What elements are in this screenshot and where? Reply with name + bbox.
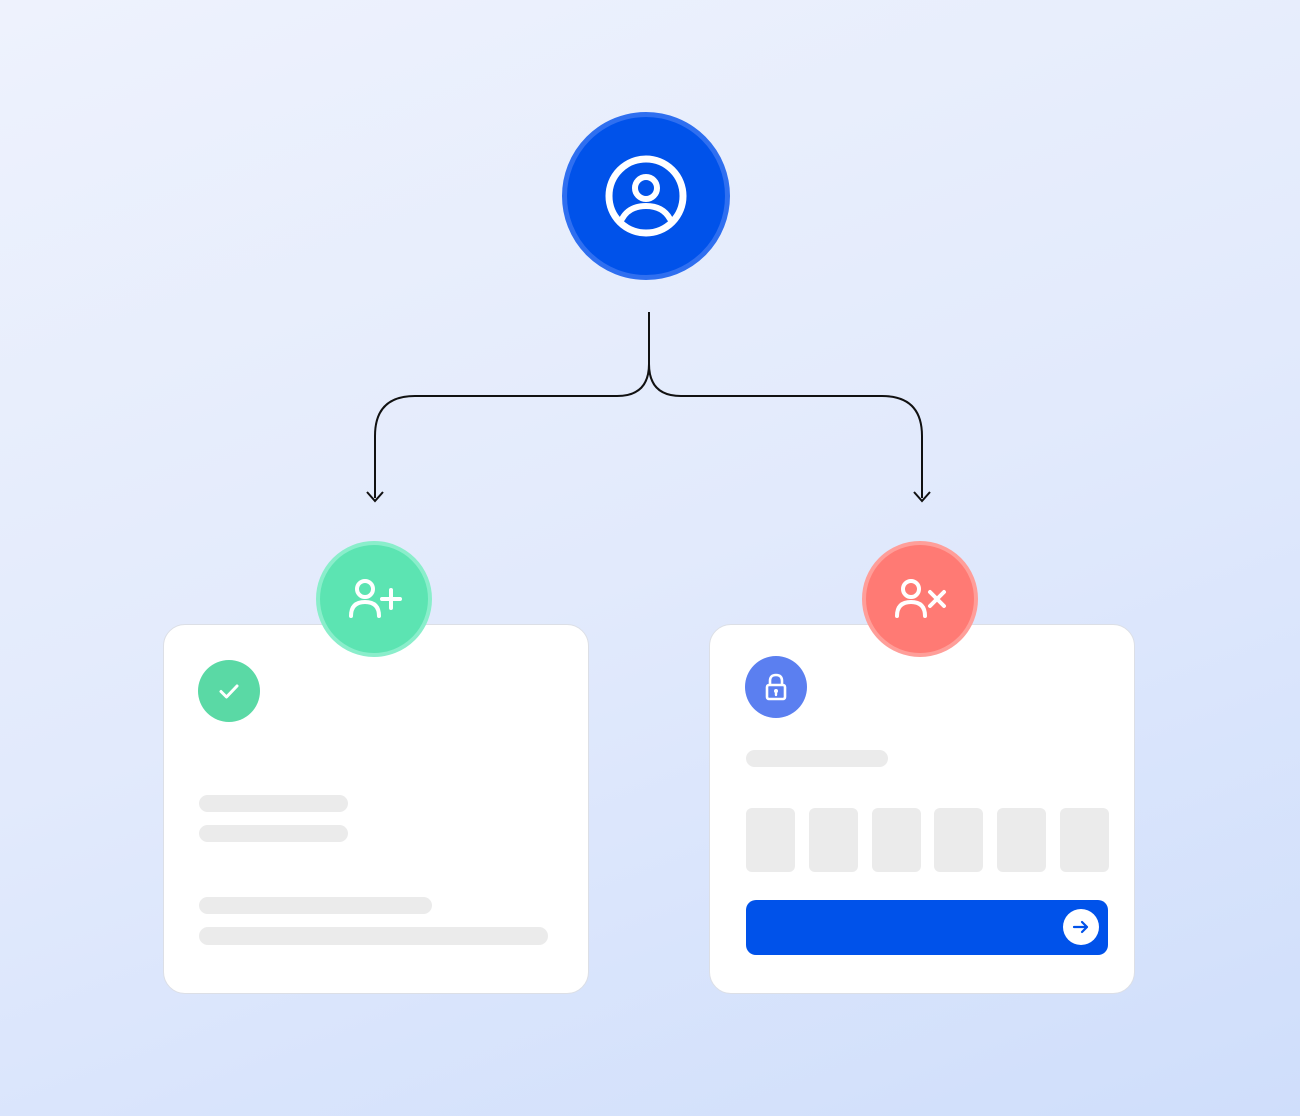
text-placeholder: [199, 825, 348, 842]
user-circle-icon: [605, 155, 687, 237]
user-node: [562, 112, 730, 280]
text-placeholder: [199, 795, 348, 812]
arrow-right-icon: [1072, 920, 1089, 934]
user-plus-icon: [349, 579, 402, 618]
code-input-box[interactable]: [872, 808, 921, 872]
text-placeholder: [199, 897, 432, 914]
check-circle: [198, 660, 260, 722]
arrow-button[interactable]: [1063, 909, 1099, 945]
connector-left: [374, 312, 650, 498]
arrowhead-right: [913, 491, 931, 503]
code-input-box[interactable]: [809, 808, 858, 872]
code-input-box[interactable]: [934, 808, 983, 872]
code-input-box[interactable]: [1060, 808, 1109, 872]
user-remove-badge: [862, 541, 978, 657]
user-x-icon: [895, 579, 946, 618]
submit-button[interactable]: [746, 900, 1108, 955]
code-input-box[interactable]: [997, 808, 1046, 872]
text-placeholder: [746, 750, 888, 767]
check-icon: [219, 684, 239, 699]
user-add-badge: [316, 541, 432, 657]
lock-circle: [745, 656, 807, 718]
lock-icon: [765, 673, 787, 701]
connector-right: [648, 363, 923, 498]
code-input-box[interactable]: [746, 808, 795, 872]
arrowhead-left: [366, 491, 384, 503]
text-placeholder: [199, 927, 548, 945]
